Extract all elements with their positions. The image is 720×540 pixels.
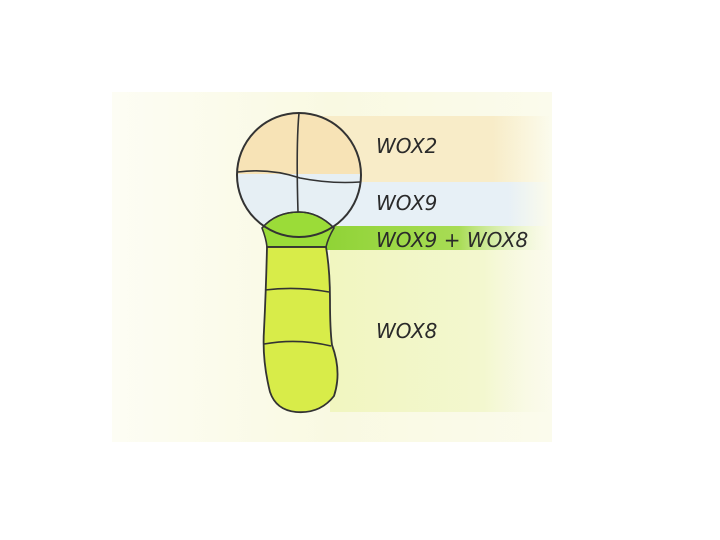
label-wox2: WOX2 bbox=[376, 134, 437, 158]
band-wox9 bbox=[340, 182, 550, 226]
band-wox8 bbox=[330, 250, 550, 412]
suspensor bbox=[264, 247, 338, 412]
label-wox8: WOX8 bbox=[376, 319, 437, 343]
label-wox9: WOX9 bbox=[376, 191, 437, 215]
label-wox9-wox8: WOX9 + WOX8 bbox=[376, 228, 528, 252]
